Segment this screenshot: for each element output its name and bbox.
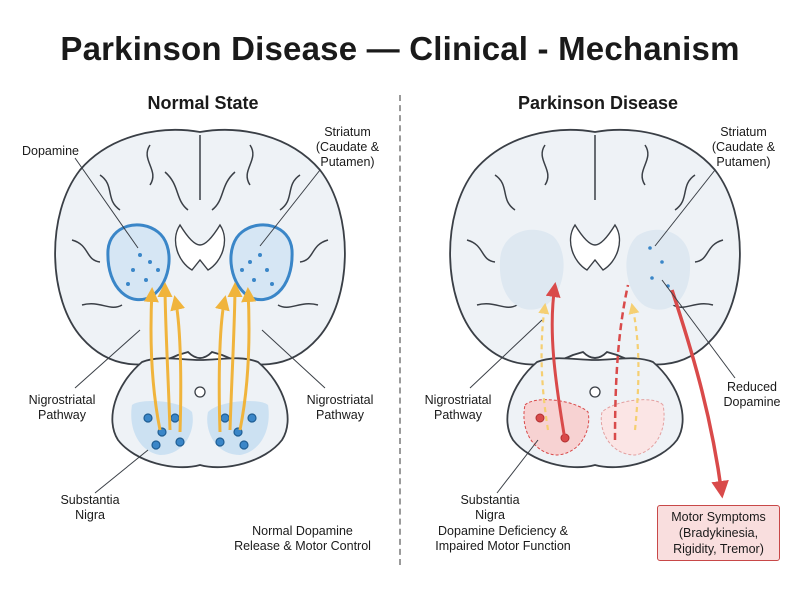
panel-divider (399, 95, 401, 565)
pd-nigra-right (600, 399, 665, 456)
pathway-label-normal-right: Nigrostriatal Pathway (306, 393, 374, 422)
normal-brain (54, 129, 346, 494)
pathway-label-normal-left: Nigrostriatal Pathway (28, 393, 96, 422)
striatum-label-pd: Striatum (Caudate & Putamen) (711, 125, 776, 169)
pathway-label-pd: Nigrostriatal Pathway (424, 393, 492, 422)
pd-gyri (466, 135, 724, 308)
motor-symptoms-box: Motor Symptoms (Bradykinesia, Rigidity, … (657, 505, 780, 561)
pd-ventricles (569, 223, 621, 271)
normal-aqueduct (194, 386, 206, 398)
normal-ventricles (174, 223, 226, 271)
motor-symptoms-text: Motor Symptoms (Bradykinesia, Rigidity, … (671, 510, 766, 556)
pd-red-arrow-left (545, 282, 567, 441)
normal-dopamine-dots (126, 253, 274, 286)
normal-pathway-arrows (143, 282, 257, 433)
pd-neurons (535, 413, 570, 443)
normal-leader-lines (74, 157, 326, 494)
pd-striatum-right (626, 229, 691, 310)
pd-leader-lines (469, 169, 736, 494)
pd-red-dashed-arrow (613, 284, 630, 441)
pd-sparse-dopamine (648, 246, 670, 288)
normal-striatum-right (229, 223, 294, 302)
parkinson-heading: Parkinson Disease (517, 93, 679, 113)
normal-neurons (143, 413, 257, 450)
normal-striatum-left (106, 223, 171, 302)
normal-state-heading: Normal State (147, 93, 259, 113)
striatum-label-normal: Striatum (Caudate & Putamen) (315, 125, 380, 169)
normal-gyri (71, 135, 329, 308)
pd-caption: Dopamine Deficiency & Impaired Motor Fun… (435, 524, 571, 553)
page-title: Parkinson Disease — Clinical - Mechanism (60, 30, 740, 67)
reduced-dopamine-label: Reduced Dopamine (723, 380, 781, 409)
substantia-label-pd: Substantia Nigra (460, 493, 520, 522)
parkinson-brain (449, 129, 741, 499)
substantia-label-normal: Substantia Nigra (60, 493, 120, 522)
normal-caption: Normal Dopamine Release & Motor Control (234, 524, 371, 553)
dopamine-label: Dopamine (22, 144, 79, 158)
pd-aqueduct (589, 386, 601, 398)
pd-motor-arrow (670, 289, 729, 499)
